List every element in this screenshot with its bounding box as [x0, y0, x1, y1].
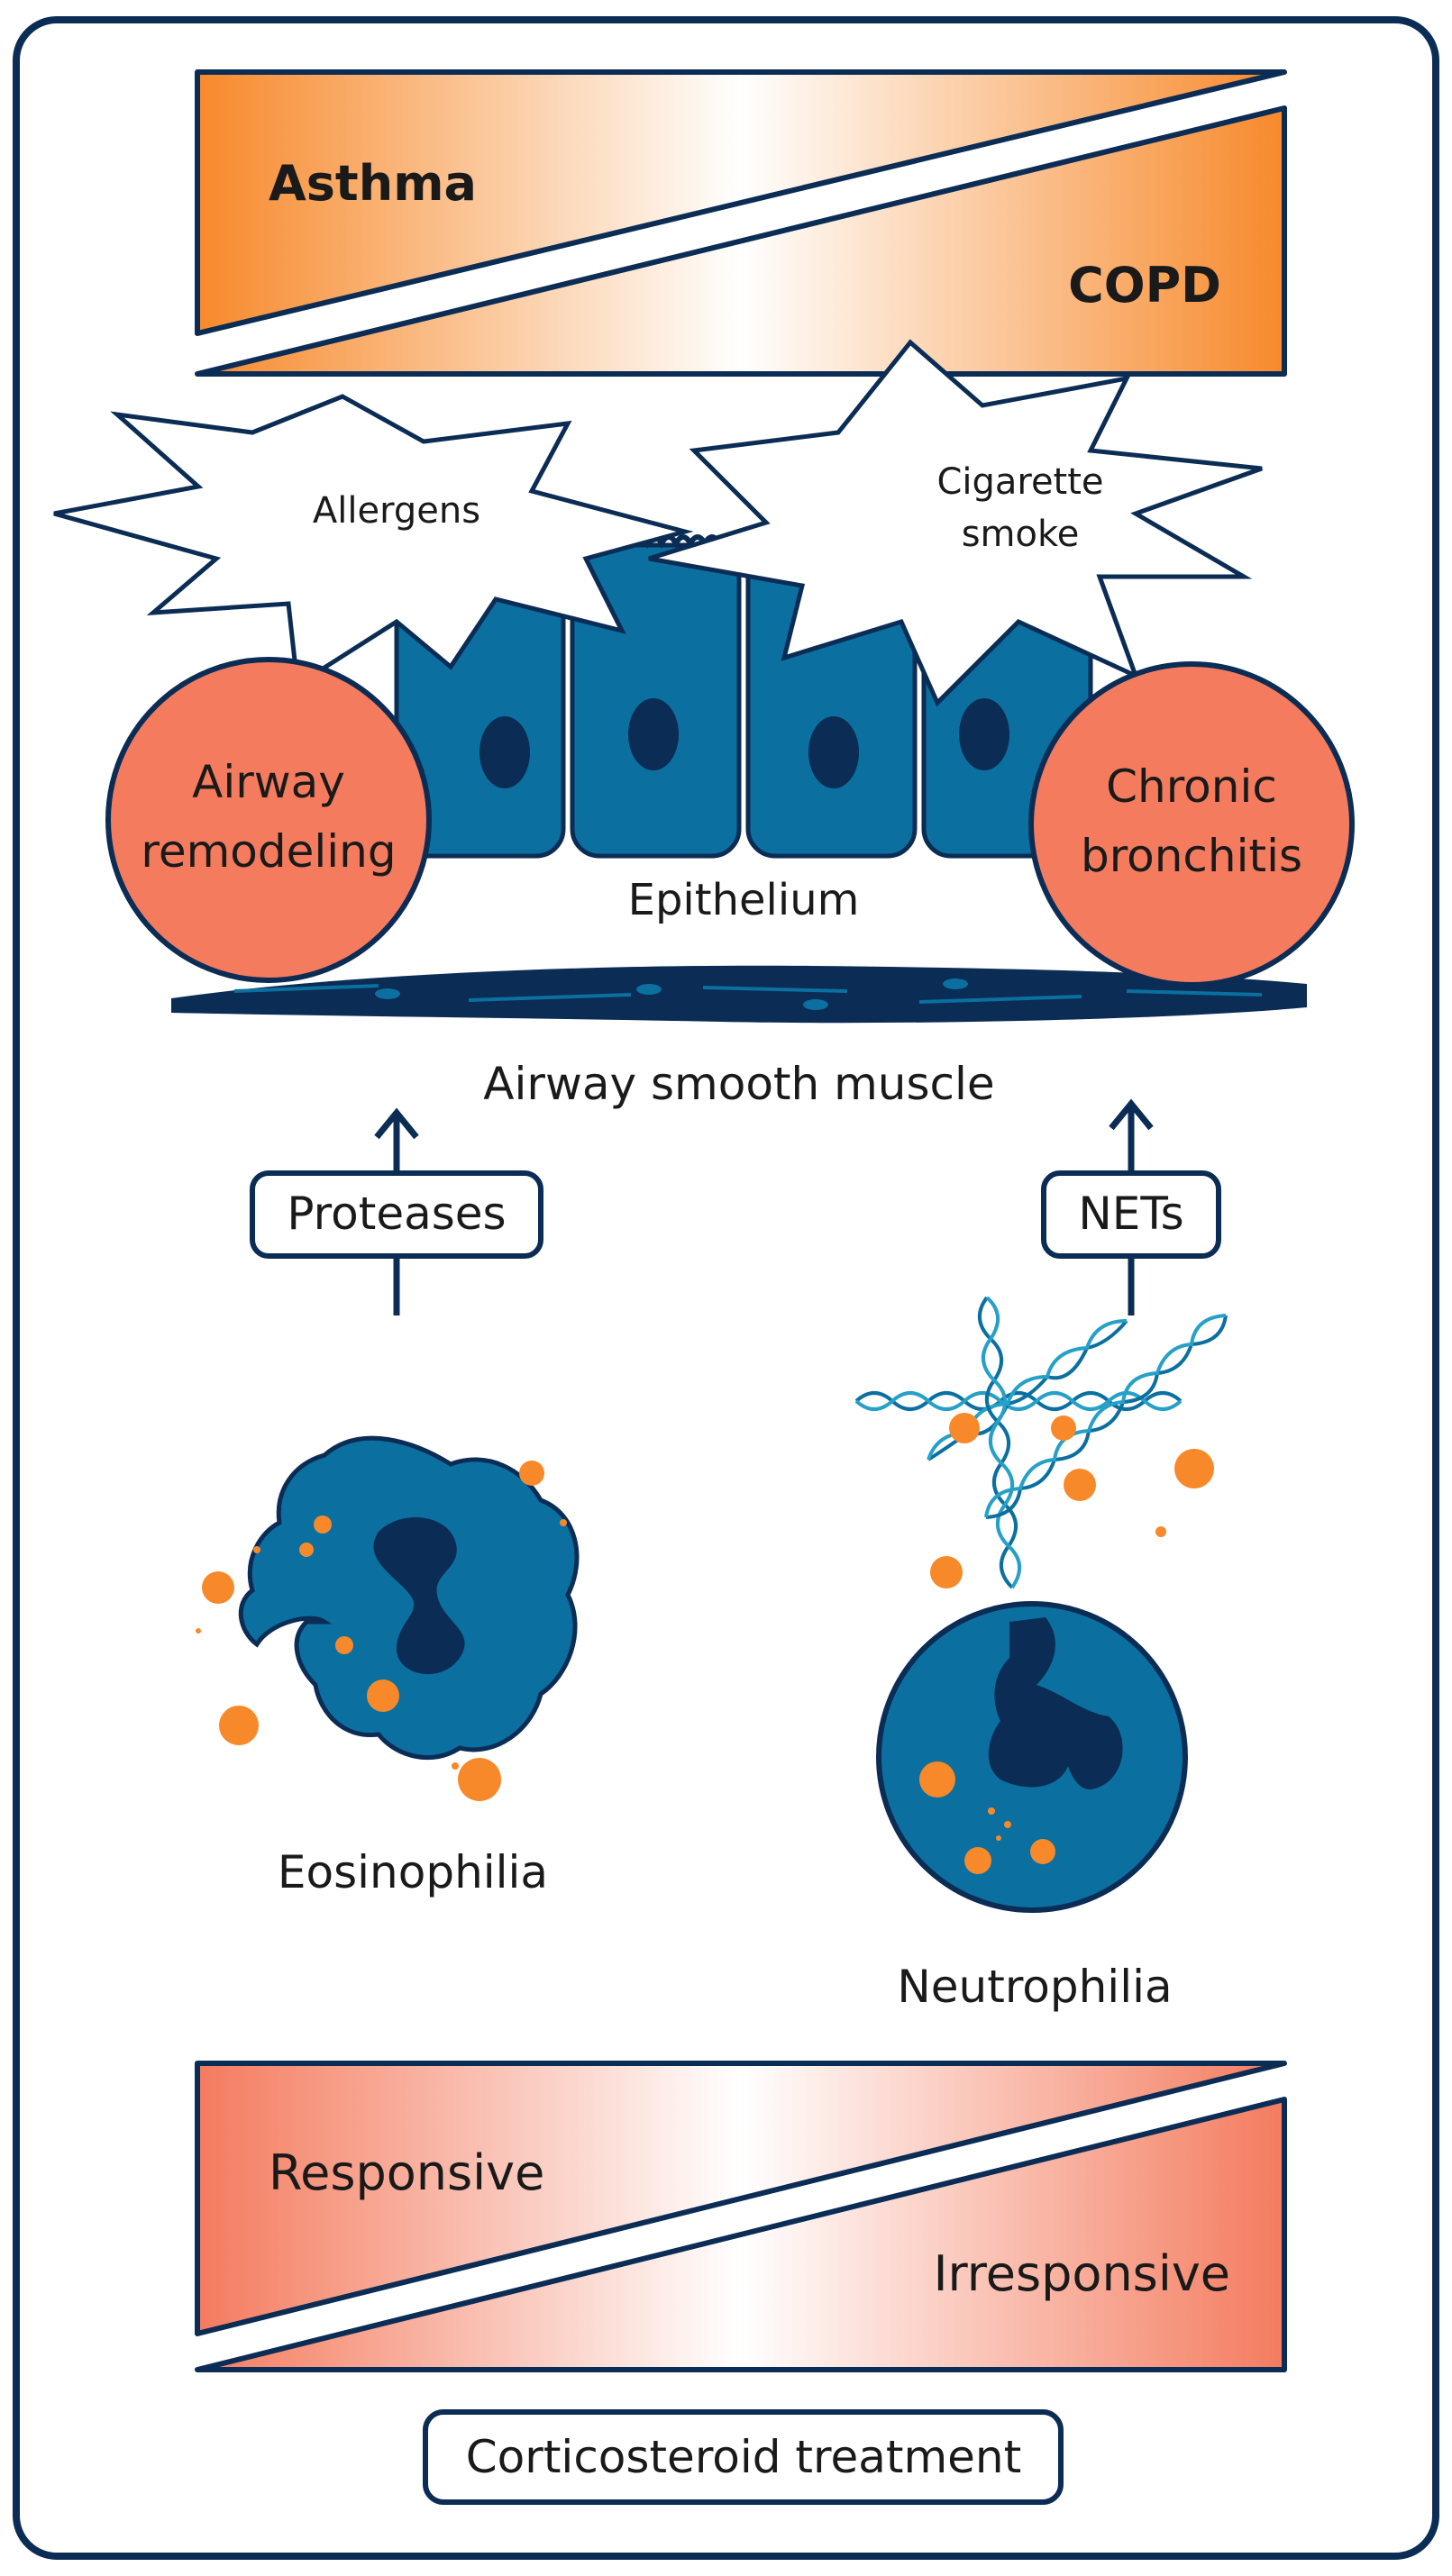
neutrophilia-label: Neutrophilia — [897, 1961, 1172, 2013]
proteases-box — [250, 1170, 543, 1259]
irresponsive-wedge — [195, 2097, 1287, 2372]
nets-arrow: NETs — [1041, 1098, 1221, 1315]
cell-nucleus — [959, 698, 1009, 770]
irresponsive-label: Irresponsive — [934, 2245, 1230, 2302]
smooth-muscle-label: Airway smooth muscle — [483, 1058, 994, 1110]
airway-remodeling-circle: Airway remodeling — [105, 657, 432, 983]
responsive-wedge — [195, 2061, 1287, 2336]
smoke-label: smoke — [962, 514, 1080, 555]
neutrophil-cell — [876, 1601, 1188, 1913]
cell-nucleus — [628, 698, 679, 770]
asthma-wedge — [195, 69, 1287, 336]
nets-box — [1041, 1170, 1221, 1259]
smooth-muscle-band — [171, 965, 1307, 1024]
neutrophil-nucleus — [988, 1617, 1123, 1789]
eosinophilia-label: Eosinophilia — [278, 1846, 548, 1898]
eosinophil-cell — [196, 1435, 580, 1801]
eosinophil-nucleus — [373, 1516, 465, 1675]
cigarette-smoke-starburst: Cigarette smoke — [648, 339, 1263, 707]
nets-dna-strands — [854, 1296, 1228, 1589]
airway-remodeling-line1: Airway — [192, 756, 345, 808]
responsive-label: Responsive — [269, 2144, 544, 2201]
proteases-arrow: Proteases — [250, 1107, 543, 1315]
corticosteroid-treatment-box: Corticosteroid treatment — [423, 2409, 1064, 2505]
cell-nucleus — [808, 716, 859, 788]
proteases-label: Proteases — [287, 1188, 506, 1240]
disease-gradient-bar: Asthma COPD — [195, 69, 1287, 377]
copd-label: COPD — [1068, 257, 1221, 314]
airway-remodeling-line2: remodeling — [141, 825, 396, 878]
chronic-bronchitis-line1: Chronic — [1106, 760, 1277, 813]
allergens-label: Allergens — [313, 490, 480, 532]
copd-wedge — [195, 105, 1287, 377]
allergens-starburst: Allergens — [53, 394, 694, 689]
treatment-gradient-bar: Responsive Irresponsive — [195, 2061, 1287, 2372]
cell-nucleus — [479, 716, 530, 788]
nets-label: NETs — [1078, 1188, 1183, 1240]
treatment-label: Corticosteroid treatment — [466, 2431, 1021, 2483]
epithelium-label: Epithelium — [628, 875, 860, 925]
cigarette-label: Cigarette — [936, 461, 1103, 503]
chronic-bronchitis-circle: Chronic bronchitis — [1028, 661, 1355, 988]
chronic-bronchitis-line2: bronchitis — [1081, 830, 1302, 882]
asthma-label: Asthma — [269, 155, 477, 212]
